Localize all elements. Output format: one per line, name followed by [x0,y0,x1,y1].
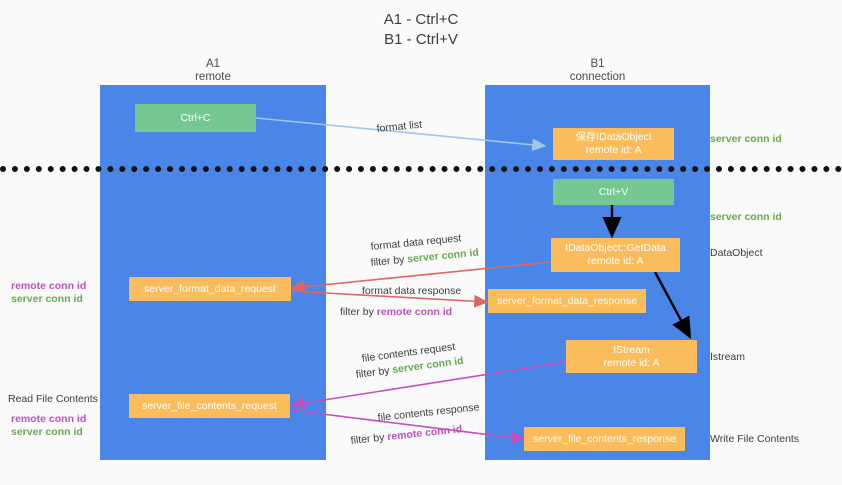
left-label-server-conn-id-2-text: server conn id [11,426,83,438]
right-label-istream: Istream [710,350,745,364]
edge-label-format-data-request-filter-prefix: filter by [370,253,408,269]
box-ctrl-c-label: Ctrl+C [180,111,211,124]
box-ctrl-v[interactable]: Ctrl+V [553,179,674,205]
box-server-file-contents-response[interactable]: server_file_contents_response [524,427,685,451]
edge-label-file-contents-response-filter: filter by remote conn id [350,422,463,448]
box-server-file-contents-request-label: server_file_contents_request [142,399,277,412]
page-title: A1 - Ctrl+C B1 - Ctrl+V [0,10,842,50]
box-save-idataobject-line2: remote id: A [585,144,642,156]
edge-label-format-data-response-title: format data response [362,285,462,297]
right-label-istream-text: Istream [710,351,746,363]
left-label-server-conn-id-1-text: server conn id [11,293,83,305]
box-server-file-contents-response-label: server_file_contents_response [532,432,676,445]
lane-header-b1-name: B1 [590,58,605,70]
lane-header-a1-name: A1 [205,58,221,70]
right-label-server-conn-id-mid: server conn id [710,210,782,224]
title-line-2: B1 - Ctrl+V [384,31,458,48]
dashed-divider [0,166,842,172]
right-label-write-file-contents: Write File Contents [710,432,799,446]
left-label-remote-conn-id-2: remote conn id [11,412,86,426]
left-label-remote-conn-id-1-text: remote conn id [11,280,87,292]
edge-label-file-contents-response-filter-key: remote conn id [386,423,463,444]
box-server-file-contents-request[interactable]: server_file_contents_request [129,394,290,418]
right-label-server-conn-id-top: server conn id [710,132,782,146]
left-label-remote-conn-id-2-text: remote conn id [11,413,87,425]
box-istream-line2: remote id: A [603,356,660,369]
lane-header-a1-sub: remote [195,71,231,83]
right-label-server-conn-id-top-text: server conn id [710,133,782,145]
box-server-format-data-response-label: server_format_data_response [496,294,638,307]
right-label-write-file-contents-text: Write File Contents [710,433,800,445]
left-label-remote-conn-id-1: remote conn id [11,279,86,293]
box-istream[interactable]: IStream remote id: A [566,340,697,373]
edge-label-format-data-response-filter-prefix: filter by [340,306,377,318]
box-idataobject-getdata[interactable]: IDataObject::GetData remote id: A [551,238,680,272]
box-server-format-data-response[interactable]: server_format_data_response [488,289,646,313]
left-label-read-file-contents-text: Read File Contents [8,393,98,405]
edge-label-format-data-response: format data response [362,284,461,298]
box-save-idataobject[interactable]: 保存IDataObject remote id: A [553,128,674,160]
edge-label-file-contents-response-filter-prefix: filter by [350,431,388,447]
right-label-dataobject-text: DataObject [710,247,763,259]
left-label-read-file-contents: Read File Contents [8,392,98,406]
edge-label-format-list-text: format list [376,118,423,135]
lane-header-b1-sub: connection [569,71,626,83]
box-server-format-data-request[interactable]: server_format_data_request [129,277,291,301]
edge-label-format-list: format list [376,118,423,136]
edge-label-file-contents-response-title: file contents response [377,401,480,424]
box-ctrl-v-label: Ctrl+V [598,185,629,198]
edge-label-file-contents-response: file contents response [377,400,480,425]
right-label-dataobject: DataObject [710,246,763,260]
right-label-server-conn-id-mid-text: server conn id [710,211,782,223]
left-label-server-conn-id-1: server conn id [11,292,83,306]
lane-header-a1: A1 remote [100,58,326,84]
left-label-server-conn-id-2: server conn id [11,425,83,439]
box-server-format-data-request-label: server_format_data_request [144,282,276,295]
title-line-1: A1 - Ctrl+C [383,11,459,28]
edge-label-file-contents-request-filter-prefix: filter by [355,364,394,381]
box-idataobject-getdata-line2: remote id: A [587,255,644,267]
box-idataobject-getdata-line1: IDataObject::GetData [565,242,666,254]
edge-label-format-data-response-filter-key: remote conn id [376,306,453,318]
edge-label-format-data-response-filter: filter by remote conn id [340,305,452,319]
box-save-idataobject-line1: 保存IDataObject [575,131,652,143]
box-ctrl-c[interactable]: Ctrl+C [135,104,256,132]
lane-header-b1: B1 connection [485,58,710,84]
box-istream-line1: IStream [613,343,650,356]
